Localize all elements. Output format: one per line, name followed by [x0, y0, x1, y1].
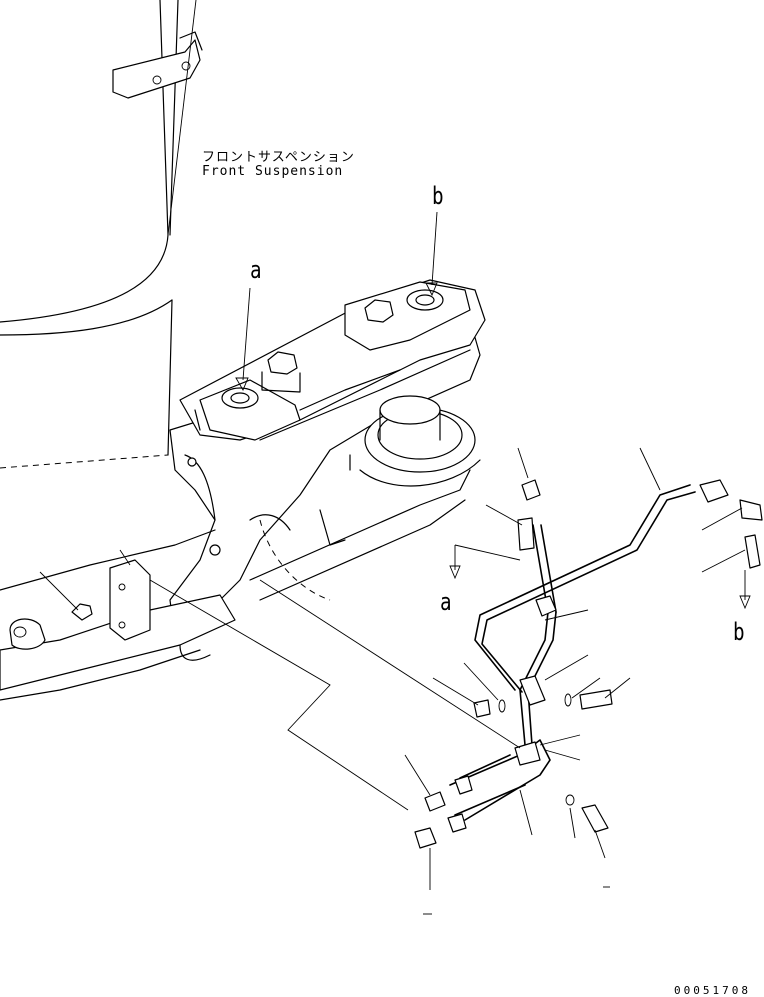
- drawing-code: 00051708: [674, 984, 751, 997]
- left-bracket: [9, 457, 221, 650]
- leader-lines: [39, 0, 751, 915]
- callout-b-bottom: b: [733, 618, 745, 646]
- callout-a-bottom: a: [440, 588, 452, 616]
- callout-b-top: b: [432, 182, 444, 210]
- callout-a-top: a: [250, 256, 262, 284]
- pin-bushings: [221, 289, 444, 409]
- caption-japanese: フロントサスペンション: [202, 150, 355, 165]
- upper-bracket: [112, 31, 203, 99]
- lower-hub: [349, 395, 481, 487]
- caption-english: Front Suspension: [202, 164, 344, 179]
- line-fittings: [414, 479, 763, 849]
- suspension-cylinder: [0, 0, 179, 469]
- grease-lines: [449, 484, 696, 821]
